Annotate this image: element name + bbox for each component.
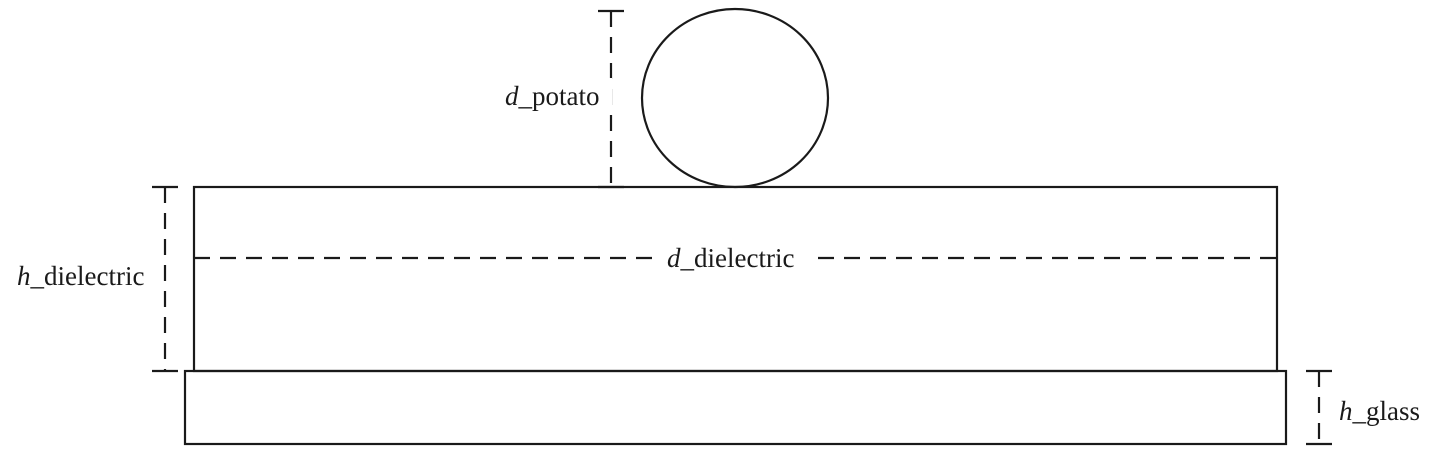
glass-layer — [183, 369, 1288, 446]
h-glass-label-mask — [1334, 393, 1434, 427]
h-dielectric-dimension — [152, 185, 178, 373]
d-dielectric-label: d_dielectric — [667, 243, 794, 273]
h-glass-dimension — [1306, 369, 1332, 446]
potato-circle — [640, 7, 830, 189]
d-potato-label-mask — [500, 78, 612, 112]
dielectric-layer — [192, 185, 1279, 373]
h-dielectric-label-mask — [12, 258, 158, 292]
h-dielectric-label: h_dielectric — [17, 261, 144, 291]
d-potato-label: d_potato — [505, 81, 600, 111]
h-glass-label: h_glass — [1339, 396, 1420, 426]
d-dielectric-label-mask — [660, 240, 818, 274]
